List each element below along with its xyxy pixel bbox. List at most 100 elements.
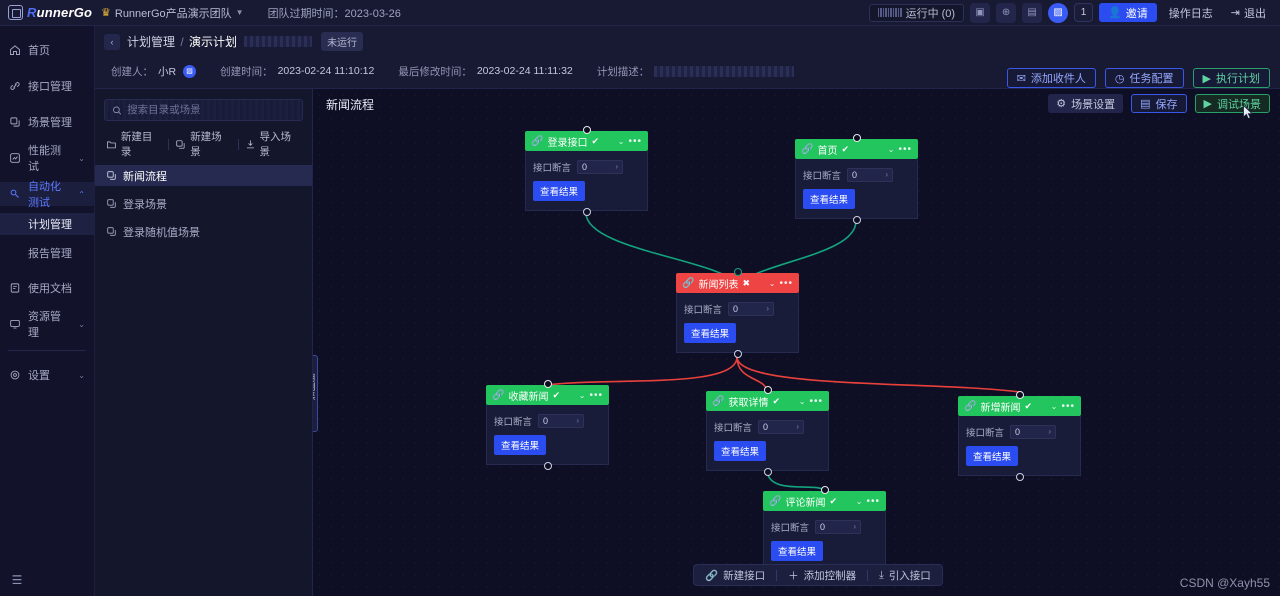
flow-node-home[interactable]: 🔗 首页 ✔ ⌄ ••• 接口断言 0› 查看结果 bbox=[795, 134, 918, 224]
view-result-button[interactable]: 查看结果 bbox=[533, 181, 586, 201]
back-button[interactable]: ‹ bbox=[104, 33, 120, 50]
node-more-icon[interactable]: ••• bbox=[898, 143, 912, 155]
save-button[interactable]: ▤ 保存 bbox=[1131, 94, 1187, 113]
assert-count[interactable]: 0› bbox=[758, 419, 805, 434]
node-port-top[interactable] bbox=[1015, 391, 1024, 399]
view-result-button[interactable]: 查看结果 bbox=[966, 446, 1019, 466]
app-logo[interactable]: RunnerGo bbox=[0, 5, 95, 20]
flow-node-news-list[interactable]: 🔗 新闻列表 ✖ ⌄ ••• 接口断言 0› 查看结果 bbox=[676, 268, 799, 358]
node-header[interactable]: 🔗 新增新闻 ✔ ⌄ ••• bbox=[958, 396, 1081, 416]
scene-tree-item-news-flow[interactable]: 新闻流程 bbox=[95, 165, 312, 186]
sidebar-item-settings[interactable]: 设置 ⌄ bbox=[0, 363, 94, 387]
sidebar-item-automation[interactable]: 自动化测试 ⌃ bbox=[0, 181, 94, 209]
assert-count[interactable]: 0› bbox=[538, 413, 585, 428]
debug-scene-button[interactable]: ▶ 调试场景 bbox=[1194, 94, 1270, 120]
flow-node-comment-news[interactable]: 🔗 评论新闻 ✔ ⌄ ••• 接口断言 0› 查看结果 bbox=[763, 486, 886, 571]
assert-count[interactable]: 0› bbox=[815, 519, 862, 534]
node-port-bottom[interactable] bbox=[763, 468, 772, 476]
flow-canvas[interactable]: 新闻流程 ⚙ 场景设置 ▤ 保存 ▶ 调试场景 用例集 › bbox=[313, 89, 1280, 596]
sidebar-item-resource[interactable]: 资源管理 ⌄ bbox=[0, 311, 94, 339]
flow-node-favorite-news[interactable]: 🔗 收藏新闻 ✔ ⌄ ••• 接口断言 0› 查看结果 bbox=[486, 380, 609, 470]
node-port-bottom[interactable] bbox=[852, 216, 861, 224]
exit-button[interactable]: ⇥ 退出 bbox=[1225, 3, 1272, 22]
chevron-down-icon[interactable]: ⌄ bbox=[617, 136, 625, 146]
chevron-down-icon[interactable]: ⌄ bbox=[798, 396, 806, 406]
node-assert-row[interactable]: 接口断言 0› bbox=[684, 301, 791, 316]
sidebar-subitem-report-management[interactable]: 报告管理 bbox=[0, 242, 94, 264]
node-port-top[interactable] bbox=[543, 380, 552, 388]
search-box[interactable] bbox=[104, 99, 303, 121]
assert-count[interactable]: 0› bbox=[577, 159, 624, 174]
sidebar-subitem-plan-management[interactable]: 计划管理 bbox=[0, 213, 94, 235]
assert-count[interactable]: 0› bbox=[847, 167, 894, 182]
node-port-top[interactable] bbox=[582, 126, 591, 134]
node-more-icon[interactable]: ••• bbox=[589, 389, 603, 401]
sidebar-item-performance[interactable]: 性能测试 ⌄ bbox=[0, 145, 94, 173]
view-result-button[interactable]: 查看结果 bbox=[714, 441, 767, 461]
node-assert-row[interactable]: 接口断言 0› bbox=[803, 167, 910, 182]
scene-tree-item-login-scene[interactable]: 登录场景 bbox=[95, 193, 312, 214]
new-api-button[interactable]: 🔗 新建接口 bbox=[694, 568, 776, 583]
node-header[interactable]: 🔗 首页 ✔ ⌄ ••• bbox=[795, 139, 918, 159]
new-folder-button[interactable]: 新建目录 bbox=[100, 129, 168, 159]
node-header[interactable]: 🔗 登录接口 ✔ ⌄ ••• bbox=[525, 131, 648, 151]
monitor-icon[interactable]: ▣ bbox=[970, 2, 991, 23]
node-assert-row[interactable]: 接口断言 0› bbox=[533, 159, 640, 174]
avatar[interactable]: ▨ bbox=[1048, 2, 1069, 23]
team-selector[interactable]: ♛ RunnerGo产品演示团队 ▼ bbox=[101, 5, 244, 21]
node-more-icon[interactable]: ••• bbox=[866, 495, 880, 507]
node-header[interactable]: 🔗 收藏新闻 ✔ ⌄ ••• bbox=[486, 385, 609, 405]
node-assert-row[interactable]: 接口断言 0› bbox=[494, 413, 601, 428]
scene-tree-item-login-random-scene[interactable]: 登录随机值场景 bbox=[95, 221, 312, 242]
chevron-down-icon[interactable]: ⌄ bbox=[887, 144, 895, 154]
sidebar-item-docs[interactable]: 使用文档 bbox=[0, 276, 94, 300]
node-more-icon[interactable]: ••• bbox=[1061, 400, 1075, 412]
node-port-top[interactable] bbox=[820, 486, 829, 494]
node-assert-row[interactable]: 接口断言 0› bbox=[714, 419, 821, 434]
assert-count[interactable]: 0› bbox=[728, 301, 775, 316]
add-recipient-button[interactable]: ✉ 添加收件人 bbox=[1006, 68, 1096, 88]
view-result-button[interactable]: 查看结果 bbox=[684, 323, 737, 343]
search-input[interactable] bbox=[127, 104, 295, 116]
node-assert-row[interactable]: 接口断言 0› bbox=[771, 519, 878, 534]
sidebar-item-home[interactable]: 首页 bbox=[0, 38, 94, 62]
view-result-button[interactable]: 查看结果 bbox=[771, 541, 824, 561]
chevron-down-icon[interactable]: ⌄ bbox=[1050, 401, 1058, 411]
chevron-down-icon[interactable]: ⌄ bbox=[578, 390, 586, 400]
import-scene-button[interactable]: 导入场景 bbox=[239, 129, 307, 159]
add-controller-button[interactable]: ＋ 添加控制器 bbox=[777, 568, 867, 583]
node-assert-row[interactable]: 接口断言 0› bbox=[966, 424, 1073, 439]
scene-settings-button[interactable]: ⚙ 场景设置 bbox=[1048, 94, 1124, 113]
task-config-button[interactable]: ◷ 任务配置 bbox=[1104, 68, 1184, 88]
node-port-bottom[interactable] bbox=[733, 350, 742, 358]
breadcrumb-parent[interactable]: 计划管理 bbox=[127, 35, 176, 49]
flow-node-add-news[interactable]: 🔗 新增新闻 ✔ ⌄ ••• 接口断言 0› 查看结果 bbox=[958, 391, 1081, 481]
assert-count[interactable]: 0› bbox=[1010, 424, 1057, 439]
node-port-top[interactable] bbox=[733, 268, 742, 276]
flow-node-get-detail[interactable]: 🔗 获取详情 ✔ ⌄ ••• 接口断言 0› 查看结果 bbox=[706, 386, 829, 476]
node-port-bottom[interactable] bbox=[543, 462, 552, 470]
node-header[interactable]: 🔗 获取详情 ✔ ⌄ ••• bbox=[706, 391, 829, 411]
node-port-bottom[interactable] bbox=[1015, 473, 1024, 481]
invite-button[interactable]: 👤 邀请 bbox=[1099, 3, 1157, 22]
node-more-icon[interactable]: ••• bbox=[779, 277, 793, 289]
execute-plan-button[interactable]: ▶ 执行计划 bbox=[1192, 68, 1270, 88]
chevron-down-icon[interactable]: ⌄ bbox=[768, 278, 776, 288]
apps-icon[interactable]: ▤ bbox=[1022, 2, 1043, 23]
sidebar-item-scene[interactable]: 场景管理 bbox=[0, 110, 94, 134]
view-result-button[interactable]: 查看结果 bbox=[494, 435, 547, 455]
node-header[interactable]: 🔗 新闻列表 ✖ ⌄ ••• bbox=[676, 273, 799, 293]
node-more-icon[interactable]: ••• bbox=[809, 395, 823, 407]
node-header[interactable]: 🔗 评论新闻 ✔ ⌄ ••• bbox=[763, 491, 886, 511]
operation-log-button[interactable]: 操作日志 bbox=[1163, 3, 1219, 22]
node-port-top[interactable] bbox=[763, 386, 772, 394]
chevron-down-icon[interactable]: ⌄ bbox=[855, 496, 863, 506]
flow-node-login-api[interactable]: 🔗 登录接口 ✔ ⌄ ••• 接口断言 0› 查看结果 bbox=[525, 126, 648, 216]
view-result-button[interactable]: 查看结果 bbox=[803, 189, 856, 209]
node-port-bottom[interactable] bbox=[582, 208, 591, 216]
sidebar-item-api[interactable]: 接口管理 bbox=[0, 74, 94, 98]
import-api-button[interactable]: ⤓ 引入接口 bbox=[868, 568, 942, 583]
globe-icon[interactable]: ⊕ bbox=[996, 2, 1017, 23]
node-more-icon[interactable]: ••• bbox=[628, 135, 642, 147]
node-port-top[interactable] bbox=[852, 134, 861, 142]
